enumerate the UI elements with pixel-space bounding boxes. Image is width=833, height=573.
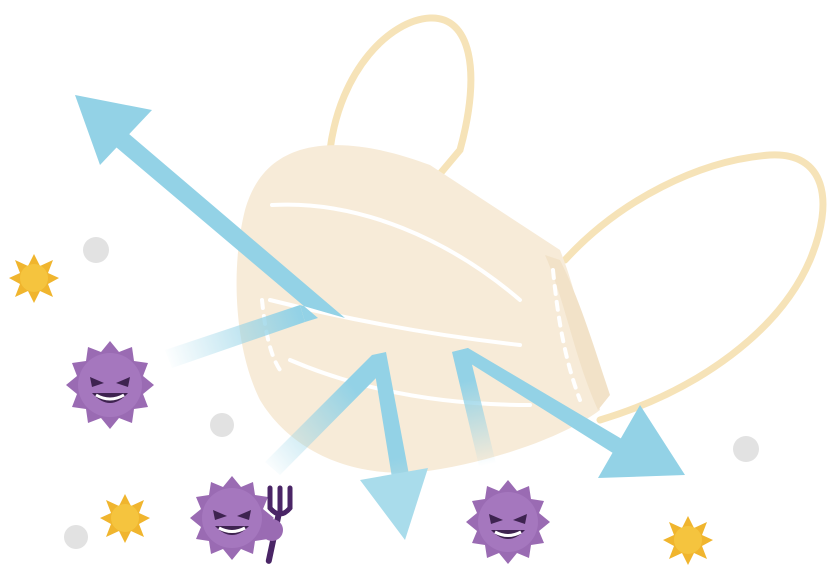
dust-particle — [64, 525, 88, 549]
dust-particle — [210, 413, 234, 437]
dust-particle — [83, 237, 109, 263]
virus-germ — [466, 480, 550, 564]
arrow-head-2 — [360, 468, 428, 540]
virus-germ — [66, 341, 154, 429]
pollen-particle — [100, 494, 150, 543]
virus-germ-with-fork — [190, 476, 290, 564]
dust-particle — [733, 436, 759, 462]
pollen-particle — [9, 254, 59, 303]
pollen-particle — [663, 516, 713, 565]
